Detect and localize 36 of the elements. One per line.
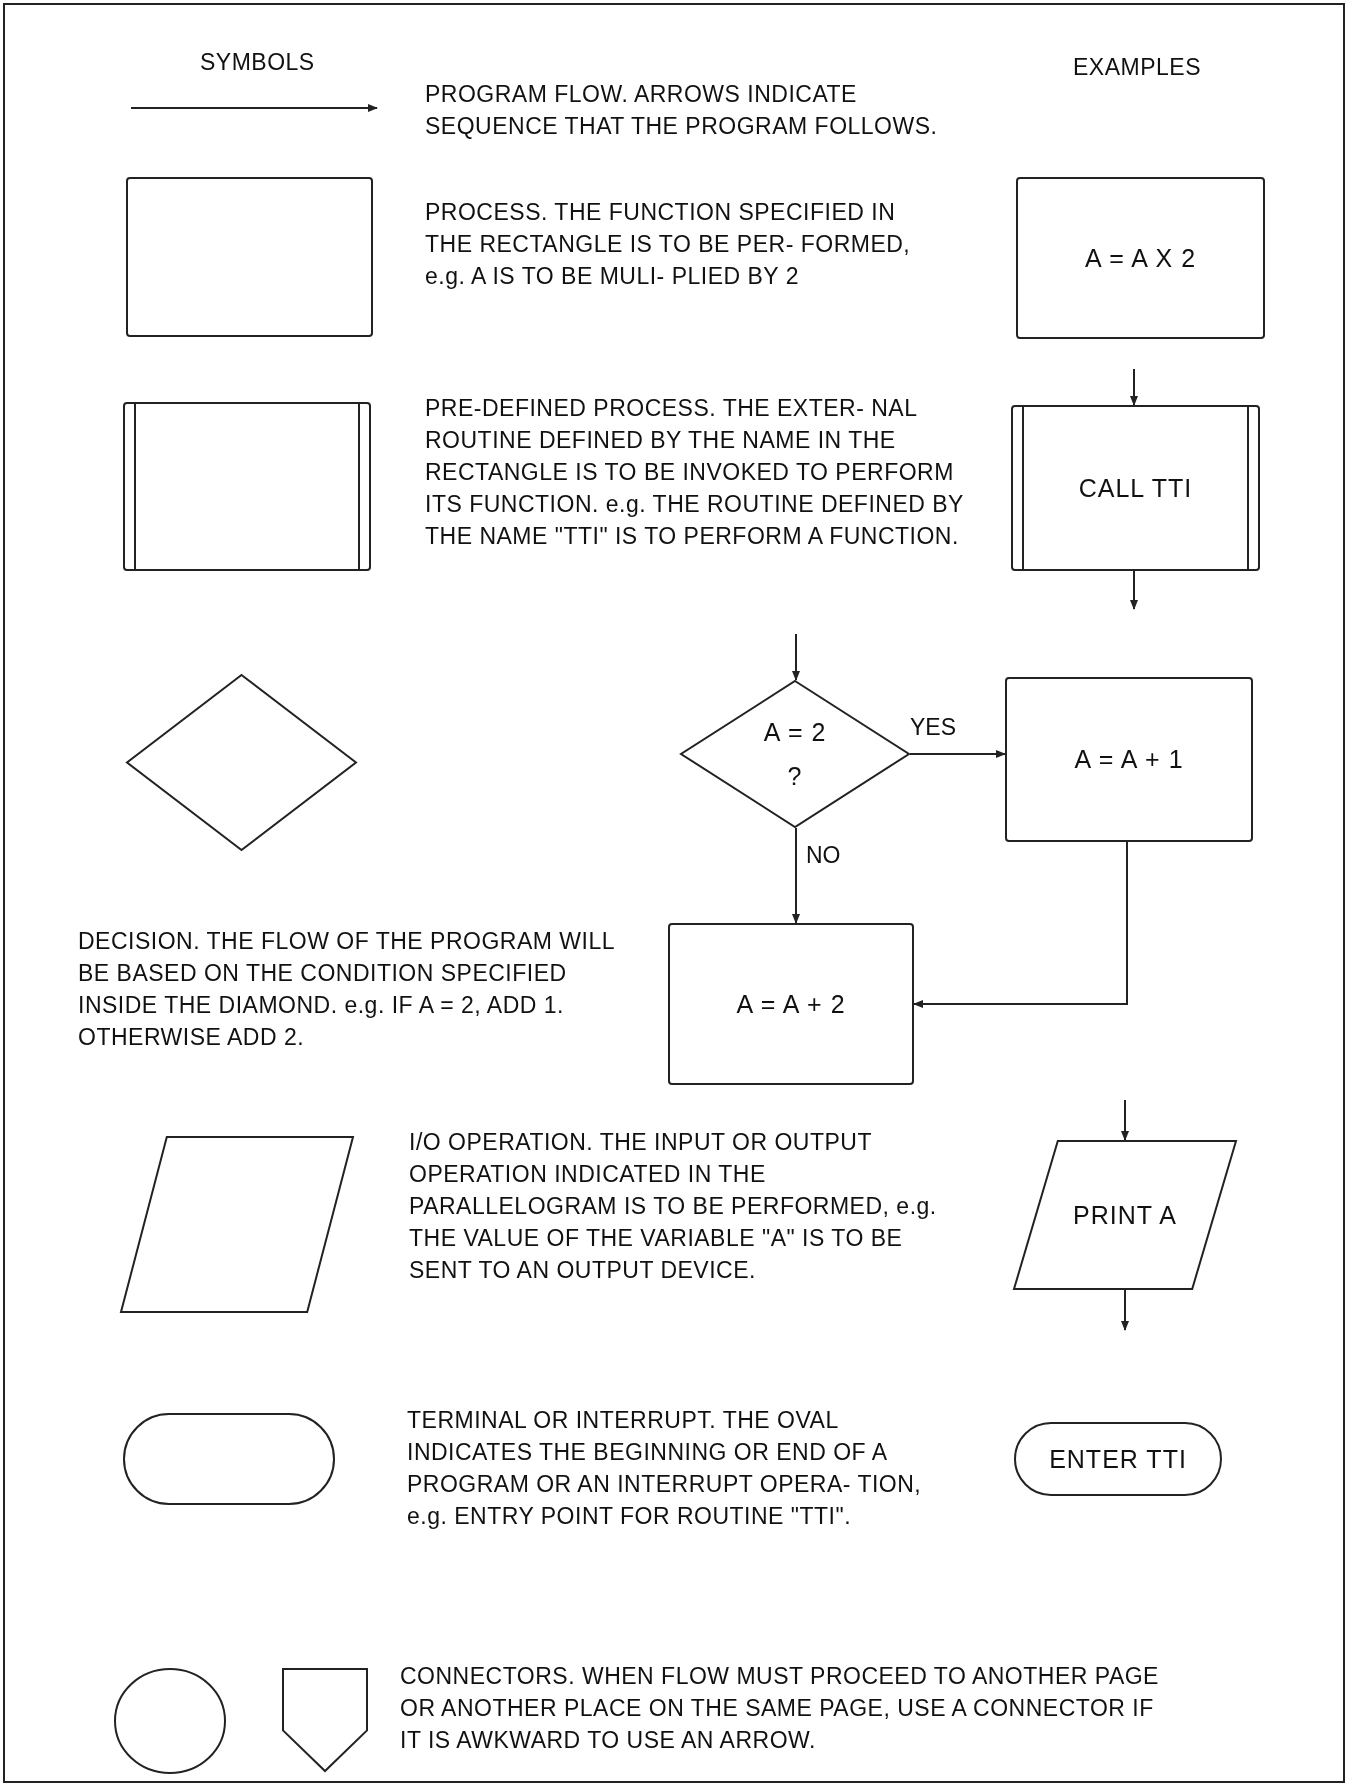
- node-label: ENTER TTI: [1049, 1444, 1187, 1474]
- symbol-description: PRE-DEFINED PROCESS. THE EXTER- NAL ROUTINE DEFINED BY THE NAME IN THE RECTANGLE IS TO BE INVOKED TO PERFORM ITS FUNCTION. e.g. THE ROUTINE DEFINED BY THE NAME "TTI" IS TO PERFORM A FUNCTION.: [425, 394, 965, 551]
- process-box: [1016, 177, 1265, 339]
- node-label: A = 2 ?: [762, 717, 828, 792]
- node-label: PRINT A: [1073, 1200, 1177, 1230]
- arrow: [913, 841, 1128, 1008]
- symbol-description: I/O OPERATION. THE INPUT OR OUTPUT OPERATION INDICATED IN THE PARALLELOGRAM IS TO BE PERFORMED, e.g. THE VALUE OF THE VARIABLE "A" IS TO BE SENT TO AN OUTPUT DEVICE.: [409, 1128, 938, 1285]
- node-label: A = A X 2: [1084, 243, 1197, 273]
- arrow: [1121, 1099, 1129, 1141]
- process-box: [1005, 677, 1253, 842]
- predefined-process-box: [123, 402, 371, 571]
- arrow: [1130, 368, 1138, 406]
- arrow: [909, 750, 1006, 758]
- node-label: A = A + 2: [736, 989, 846, 1019]
- predefined-process-box: [1011, 405, 1260, 571]
- decision-diamond: [680, 680, 910, 828]
- symbol-description: PROGRAM FLOW. ARROWS INDICATE SEQUENCE THAT THE PROGRAM FOLLOWS.: [425, 80, 939, 141]
- arrow: [792, 633, 800, 681]
- process-box: [668, 923, 914, 1085]
- symbol-description: PROCESS. THE FUNCTION SPECIFIED IN THE RECTANGLE IS TO BE PER- FORMED, e.g. A IS TO BE MULI- PLIED BY 2: [425, 198, 912, 291]
- node-label: A = A + 1: [1074, 745, 1184, 774]
- connector-circle: [114, 1668, 226, 1774]
- offpage-connector: [282, 1668, 368, 1772]
- decision-diamond: [126, 674, 357, 851]
- column-heading: EXAMPLES: [1073, 53, 1201, 82]
- process-box: [126, 177, 373, 337]
- arrow: [792, 827, 800, 924]
- io-parallelogram: [1013, 1140, 1237, 1290]
- arrow: [1130, 570, 1138, 610]
- io-parallelogram: [120, 1136, 354, 1313]
- arrow: [1121, 1289, 1129, 1331]
- symbol-description: CONNECTORS. WHEN FLOW MUST PROCEED TO ANOTHER PAGE OR ANOTHER PLACE ON THE SAME PAGE, USE A CONNECTOR IF IT IS AWKWARD TO USE AN ARROW.: [400, 1662, 1160, 1755]
- symbol-description: DECISION. THE FLOW OF THE PROGRAM WILL BE BASED ON THE CONDITION SPECIFIED INSIDE THE DIAMOND. e.g. IF A = 2, ADD 1. OTHERWISE ADD 2.: [78, 927, 616, 1052]
- node-label: CALL TTI: [1078, 473, 1193, 503]
- symbol-description: TERMINAL OR INTERRUPT. THE OVAL INDICATES THE BEGINNING OR END OF A PROGRAM OR AN INTERRUPT OPERA- TION, e.g. ENTRY POINT FOR ROUTINE "TTI".: [407, 1406, 923, 1531]
- column-heading: SYMBOLS: [200, 48, 315, 77]
